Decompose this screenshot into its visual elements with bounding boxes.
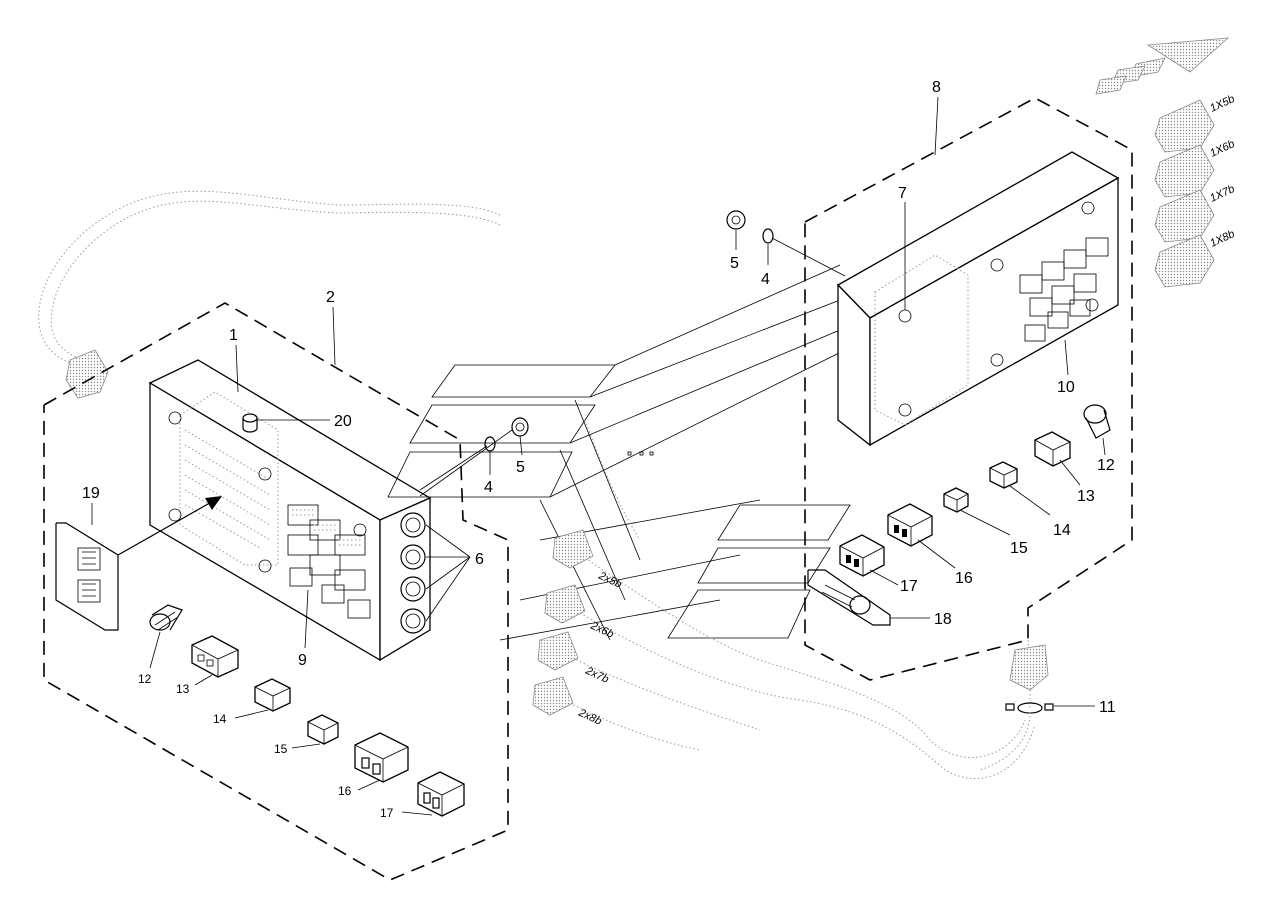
callout-11: 11 (1099, 699, 1116, 716)
callout-19: 19 (82, 485, 100, 502)
connector-16-left-icon (354, 732, 409, 783)
tag-1x5b: 1X5b (1208, 93, 1236, 115)
callout-13-left: 13 (176, 682, 190, 696)
callout-17-left: 17 (380, 806, 394, 820)
nut-washer-right (726, 210, 846, 277)
right-terminal-block (1019, 237, 1109, 342)
connector-14-left-icon (254, 678, 291, 712)
nut-washer-left (419, 417, 529, 497)
left-assembly-boundary (43, 302, 509, 881)
callout-10: 10 (1057, 379, 1075, 396)
callout-16-left: 16 (338, 784, 352, 798)
callout-13-right: 13 (1077, 488, 1095, 505)
callout-14-right: 14 (1053, 522, 1071, 539)
right-cable-plugs (1154, 99, 1215, 288)
tag-2x5b: 2x5b (596, 569, 624, 590)
connector-15-right-icon (943, 487, 969, 513)
part-19-pointer (55, 496, 222, 631)
callout-18: 18 (934, 611, 952, 628)
tag-1x8b: 1X8b (1208, 228, 1236, 250)
ground-strap (979, 639, 1054, 771)
connector-13-left-icon (191, 635, 239, 678)
leader-lines (91, 96, 1106, 816)
left-terminal-block (287, 504, 371, 619)
callout-labels: 1 2 20 4 5 6 9 19 12 13 14 15 16 17 8 7 … (82, 79, 1116, 820)
right-assembly-boundary (804, 97, 1133, 681)
right-connectors (807, 404, 1111, 626)
round-sockets (400, 512, 426, 634)
callout-8: 8 (932, 79, 941, 96)
callout-5-left: 5 (516, 459, 525, 476)
callout-17-right: 17 (900, 578, 918, 595)
callout-15-left: 15 (274, 742, 288, 756)
connector-17-right-icon (839, 534, 885, 577)
left-connectors (149, 604, 465, 817)
callout-6: 6 (475, 551, 484, 568)
tag-1x6b: 1X6b (1208, 138, 1236, 160)
callout-7: 7 (898, 185, 907, 202)
connector-12-right-icon (1083, 404, 1111, 439)
tag-2x6b: 2x6b (588, 619, 616, 640)
callout-2: 2 (326, 289, 335, 306)
callout-15-right: 15 (1010, 540, 1028, 557)
callout-20: 20 (334, 413, 352, 430)
tag-2x8b: 2x8b (576, 706, 604, 727)
connector-12-left-icon (149, 604, 183, 631)
direction-arrow-icon (1095, 37, 1230, 95)
callout-12-right: 12 (1097, 457, 1115, 474)
callout-5-right: 5 (730, 255, 739, 272)
middle-bracket-outline (387, 264, 851, 641)
right-control-unit (836, 151, 1120, 447)
connector-13-right-icon (1034, 431, 1071, 467)
callout-12-left: 12 (138, 672, 152, 686)
connector-14-right-icon (989, 461, 1018, 489)
connector-17-left-icon (417, 771, 465, 817)
callout-4-left: 4 (484, 479, 493, 496)
connector-15-left-icon (307, 714, 339, 745)
tag-1x7b: 1X7b (1208, 183, 1236, 205)
cable-left (38, 190, 501, 399)
connector-16-right-icon (887, 503, 933, 547)
middle-cables (532, 419, 1036, 779)
callout-16-right: 16 (955, 570, 973, 587)
connector-18-icon (807, 569, 891, 626)
left-control-unit (148, 359, 432, 662)
callout-4-right: 4 (761, 271, 770, 288)
callout-1: 1 (229, 327, 238, 344)
tag-2x7b: 2x7b (583, 664, 611, 685)
callout-14-left: 14 (213, 712, 227, 726)
callout-9: 9 (298, 652, 307, 669)
